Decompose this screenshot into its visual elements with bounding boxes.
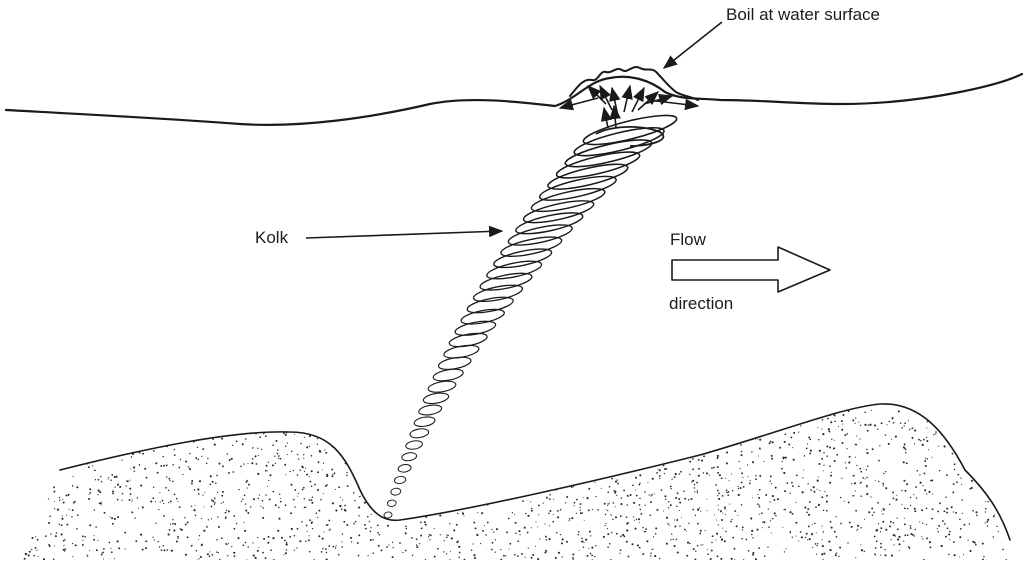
kolk-coil [448,331,488,349]
kolk-pointer-arrow [306,231,502,238]
kolk-coil [398,464,412,473]
kolk-coil [390,488,401,496]
kolk-coil [514,209,584,238]
kolk-coil [499,233,563,260]
kolk-coil [384,511,393,518]
kolk-coil [423,391,450,405]
boil-label: Boil at water surface [726,5,880,24]
kolk-coil [409,428,429,440]
boil-pointer-arrow [664,22,722,68]
boil-crest [570,67,698,100]
kolk-coil [418,404,442,417]
riverbed-outline [60,404,1010,540]
kolk-coil [394,476,406,485]
kolk-coil [485,258,542,283]
riverbed-sand [14,399,1016,562]
direction-label: direction [669,294,733,313]
kolk-label: Kolk [255,228,289,247]
kolk-coil [507,221,574,249]
kolk-coil [522,196,595,227]
kolk-coil [492,245,553,271]
kolk-coil [401,452,417,462]
kolk-coil [427,379,456,394]
kolk-vortex [384,110,679,519]
kolk-coil [387,500,397,508]
kolk-coil [443,343,480,360]
flow-label: Flow [670,230,707,249]
kolk-coil [414,416,436,428]
kolk-coil [405,440,423,451]
water-surface-line [6,74,1022,125]
flow-direction-arrow-icon [672,247,830,292]
